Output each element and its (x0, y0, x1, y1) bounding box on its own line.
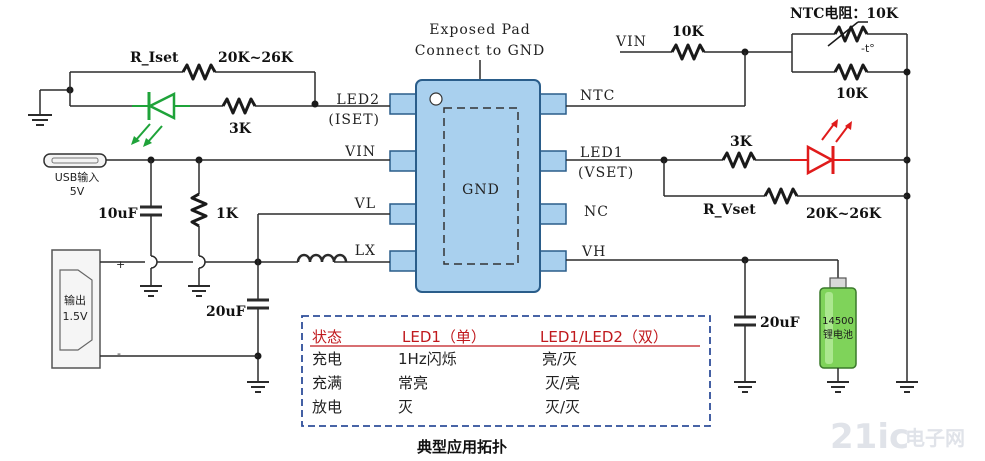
output-network: 输出 1.5V + - 20uF (51, 213, 390, 393)
ntc-temp-label: -t° (861, 42, 875, 55)
pin-led1 (539, 150, 567, 172)
battery-network: 20uF 14500 锂电池 (566, 256, 857, 393)
gnd-pad-label: GND (462, 182, 500, 198)
table-cell: 灭/灭 (545, 398, 580, 416)
pin-lx (389, 250, 417, 272)
r-led2-value: 3K (229, 121, 252, 137)
usb-connector-icon (43, 153, 107, 168)
pin-vin (389, 150, 417, 172)
pin-nc (539, 203, 567, 225)
r-vset-value: 20K~26K (806, 206, 882, 222)
table-cell: 灭/亮 (545, 374, 580, 392)
resistor-r-iset (181, 63, 217, 81)
pin-led2 (389, 93, 417, 115)
watermark-logo: 21ic 电子网 (830, 417, 965, 457)
table-cell: 充满 (312, 374, 342, 392)
led2-green-icon (131, 91, 190, 147)
chip-body (415, 79, 541, 293)
usb-label: USB输入 (55, 170, 100, 184)
resistor-1k (190, 192, 208, 228)
r-vin-label: 1K (216, 206, 239, 222)
resistor-r-led1 (721, 151, 757, 169)
pin-label-vin: VIN (344, 144, 376, 160)
output-voltage: 1.5V (62, 310, 87, 323)
svg-text:21ic: 21ic (830, 417, 909, 457)
pin-label-nc: NC (584, 204, 609, 220)
output-minus: - (117, 347, 121, 360)
vin-net-label: VIN (615, 34, 647, 50)
ntc-thermistor-icon (833, 25, 869, 43)
battery-label-2: 锂电池 (823, 328, 853, 341)
r-vset-label: R_Vset (703, 202, 756, 218)
cap-vh-label: 20uF (760, 315, 800, 331)
output-plus: + (116, 258, 125, 271)
inductor-icon (296, 253, 348, 263)
r-iset-value: 20K~26K (218, 50, 294, 66)
pin-label-ntc: NTC (580, 88, 615, 104)
table-cell: 充电 (312, 350, 342, 368)
r-ntc-series-label: 10K (672, 24, 704, 40)
output-label: 输出 (64, 293, 86, 307)
pin-label-vset: (VSET) (578, 165, 634, 181)
pin-label-led1: LED1 (580, 145, 624, 161)
pin-label-vl: VL (354, 196, 376, 212)
pin-label-vh: VH (581, 244, 606, 260)
led1-network: 3K R_Vset 20K~26K (566, 119, 907, 222)
pin-label-led2: LED2 (336, 92, 380, 108)
led-status-table: 状态 LED1（单） LED1/LED2（双） 充电 1Hz闪烁 亮/灭 充满 … (301, 315, 711, 427)
charger-ic: Exposed Pad Connect to GND GND LED2 (ISE… (328, 22, 634, 293)
r-iset-label: R_Iset (130, 50, 179, 66)
usb-voltage: 5V (70, 185, 85, 198)
resistor-ntc-series (670, 43, 706, 61)
table-header-status: 状态 (312, 328, 342, 346)
battery-label-1: 14500 (822, 316, 854, 327)
table-border (301, 315, 711, 427)
pin1-marker (429, 92, 443, 106)
resistor-ntc-parallel (833, 63, 869, 81)
table-cell: 1Hz闪烁 (398, 350, 457, 368)
pin-label-iset: (ISET) (328, 112, 380, 128)
exposed-pad (443, 107, 519, 265)
pin-ntc (539, 93, 567, 115)
table-header-led1: LED1（单） (402, 328, 486, 346)
pin-label-lx: LX (355, 243, 376, 259)
r-ntc-parallel-label: 10K (836, 86, 868, 102)
exposed-pad-label-2: Connect to GND (415, 43, 546, 59)
exposed-pad-label-1: Exposed Pad (429, 22, 531, 38)
table-cell: 放电 (312, 398, 342, 416)
iset-network: R_Iset 20K~26K 3K (28, 50, 390, 147)
pin-vh (539, 250, 567, 272)
resistor-r-led2 (221, 97, 257, 115)
vin-network: USB输入 5V 10uF 1K (43, 153, 390, 297)
cap-out-label: 20uF (206, 304, 246, 320)
ntc-network: VIN 10K NTC电阻：10K -t° 10K (566, 5, 918, 393)
pin-vl (389, 203, 417, 225)
svg-text:电子网: 电子网 (905, 426, 965, 450)
table-cell: 亮/灭 (542, 350, 577, 368)
battery-terminal (829, 277, 847, 289)
ntc-label: NTC电阻：10K (790, 5, 899, 22)
diagram-caption: 典型应用拓扑 (417, 438, 507, 456)
resistor-r-vset (763, 187, 799, 205)
cap-vin-label: 10uF (98, 206, 138, 222)
led1-red-icon (790, 119, 852, 176)
table-cell: 灭 (398, 398, 413, 416)
r-led1-value: 3K (730, 134, 753, 150)
table-cell: 常亮 (398, 374, 428, 392)
table-header-dual: LED1/LED2（双） (540, 328, 668, 346)
